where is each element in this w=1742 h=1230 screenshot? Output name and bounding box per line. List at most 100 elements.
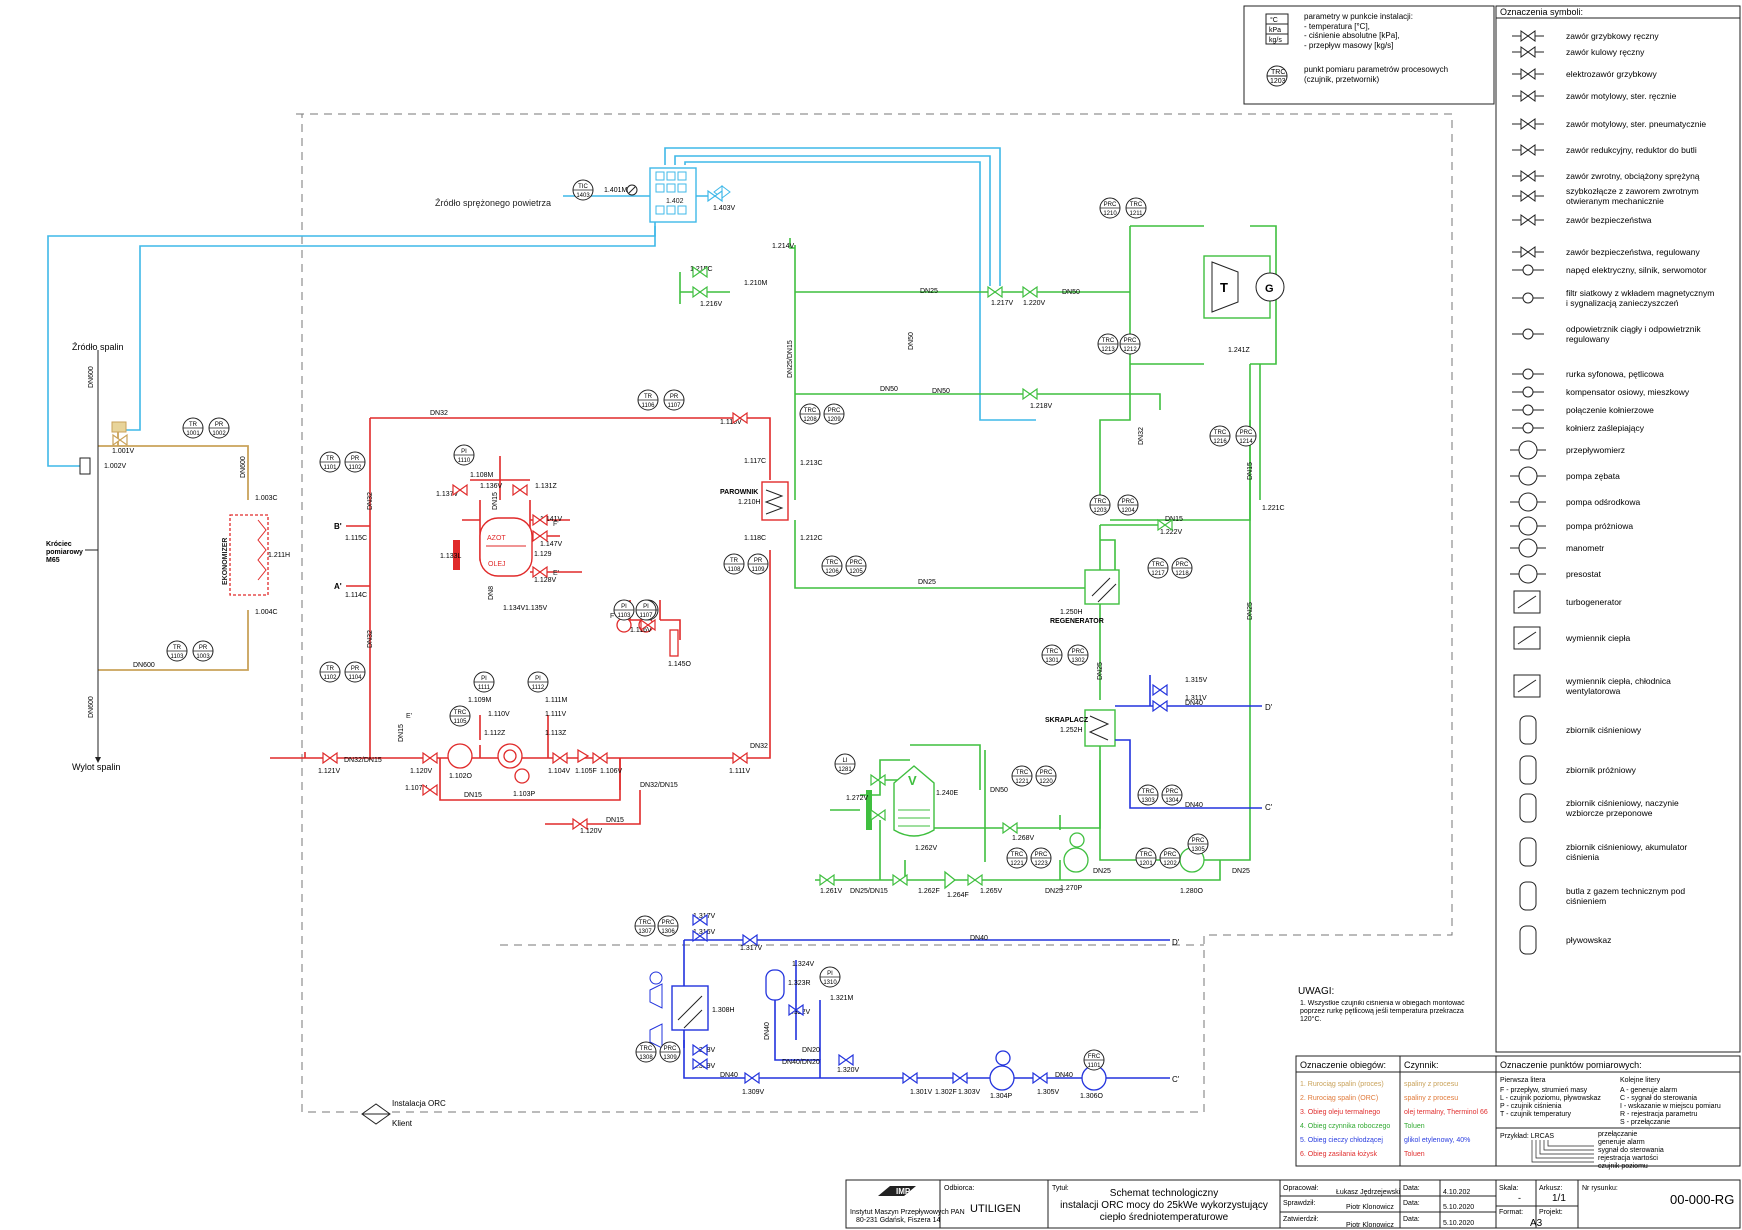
- svg-text:1.129: 1.129: [534, 551, 552, 558]
- svg-text:DN32/DN15: DN32/DN15: [640, 782, 678, 789]
- svg-text:TR: TR: [326, 666, 335, 672]
- svg-text:pompa próżniowa: pompa próżniowa: [1566, 521, 1633, 531]
- svg-text:czujnik poziomu: czujnik poziomu: [1598, 1163, 1648, 1170]
- svg-text:1.114C: 1.114C: [345, 592, 367, 599]
- svg-text:1103: 1103: [618, 613, 632, 619]
- svg-text:DN600: DN600: [240, 456, 247, 478]
- svg-text:Data:: Data:: [1403, 1200, 1420, 1207]
- svg-text:DN15: DN15: [398, 724, 405, 742]
- svg-text:1208: 1208: [803, 417, 817, 423]
- circuit-row: 1. Rurociąg spalin (proces)spaliny z pro…: [1300, 1081, 1458, 1088]
- svg-text:DN32/DN15: DN32/DN15: [344, 757, 382, 764]
- valve: [452, 483, 468, 497]
- svg-text:1.301V: 1.301V: [910, 1089, 933, 1096]
- svg-text:1201: 1201: [1139, 861, 1153, 867]
- symbol-legend-item: pompa odśrodkowa: [1510, 492, 1640, 512]
- svg-text:Czynnik:: Czynnik:: [1404, 1060, 1439, 1070]
- svg-text:kompensator osiowy, mieszkowy: kompensator osiowy, mieszkowy: [1566, 387, 1690, 397]
- svg-text:PR: PR: [215, 422, 224, 428]
- svg-text:otwieranym mechanicznie: otwieranym mechanicznie: [1566, 196, 1664, 206]
- svg-text:1.401M: 1.401M: [604, 187, 628, 194]
- valve: [987, 285, 1003, 299]
- svg-text:1107: 1107: [640, 613, 654, 619]
- svg-text:1.217V: 1.217V: [991, 300, 1014, 307]
- svg-text:TRC: TRC: [1140, 852, 1153, 858]
- valve: [692, 265, 708, 279]
- svg-text:EKONOMIZER: EKONOMIZER: [222, 538, 229, 585]
- svg-text:A3: A3: [1530, 1218, 1543, 1229]
- svg-text:1.003C: 1.003C: [255, 495, 278, 502]
- circuit-legend: Oznaczenie obiegów: Czynnik: 1. Rurociąg…: [1295, 1055, 1497, 1167]
- svg-text:- ciśnienie absolutne [kPa],: - ciśnienie absolutne [kPa],: [1304, 31, 1400, 40]
- svg-text:P - czujnik ciśnienia: P - czujnik ciśnienia: [1500, 1103, 1561, 1110]
- svg-text:zawór grzybkowy ręczny: zawór grzybkowy ręczny: [1566, 31, 1659, 41]
- svg-text:1.113Z: 1.113Z: [545, 730, 567, 737]
- svg-text:IMP: IMP: [896, 1187, 911, 1196]
- svg-text:1303: 1303: [1141, 798, 1155, 804]
- svg-text:1.141V: 1.141V: [540, 516, 563, 523]
- svg-text:PRC: PRC: [1035, 852, 1048, 858]
- title-block: [845, 1179, 1741, 1229]
- svg-text:wzbiorcze przeponowe: wzbiorcze przeponowe: [1565, 808, 1653, 818]
- valve: [707, 189, 723, 203]
- svg-text:5. Obieg cieczy chłodzącej: 5. Obieg cieczy chłodzącej: [1300, 1137, 1383, 1144]
- svg-text:TRC: TRC: [1046, 649, 1059, 655]
- svg-text:R - rejestracja parametru: R - rejestracja parametru: [1620, 1111, 1698, 1118]
- evaporator: PAROWNIK 1.210H: [720, 481, 789, 521]
- valve: [732, 751, 748, 765]
- valve: [422, 751, 438, 765]
- svg-text:PRC: PRC: [1192, 838, 1205, 844]
- svg-text:1104: 1104: [349, 675, 363, 681]
- svg-text:1111: 1111: [478, 685, 491, 691]
- svg-text:1.250H: 1.250H: [1060, 609, 1083, 616]
- svg-text:1.222V: 1.222V: [1160, 529, 1183, 536]
- valve: [692, 929, 708, 943]
- svg-text:DN50: DN50: [990, 787, 1008, 794]
- svg-text:1.115C: 1.115C: [345, 535, 367, 542]
- title-block-text: IMP Instytut Maszyn Przepływowych PAN 80…: [850, 1185, 1734, 1229]
- svg-text:1202: 1202: [1163, 861, 1177, 867]
- svg-text:1103: 1103: [171, 654, 185, 660]
- svg-text:1403: 1403: [576, 193, 590, 199]
- svg-text:1.147V: 1.147V: [540, 541, 563, 548]
- svg-text:1.216V: 1.216V: [700, 301, 723, 308]
- svg-text:PRC: PRC: [1176, 562, 1189, 568]
- valve: [967, 873, 983, 887]
- valve: [1032, 1071, 1048, 1085]
- svg-text:DN25/DN15: DN25/DN15: [787, 340, 794, 378]
- svg-text:PR: PR: [351, 456, 360, 462]
- svg-text:°C: °C: [1270, 16, 1278, 24]
- svg-text:DN25: DN25: [1093, 868, 1111, 875]
- svg-text:1.214V: 1.214V: [772, 243, 795, 250]
- svg-text:DN40: DN40: [720, 1072, 738, 1079]
- svg-text:instalacji ORC mocy do 25kWe w: instalacji ORC mocy do 25kWe wykorzystuj…: [1060, 1200, 1268, 1211]
- svg-text:PRC: PRC: [1040, 770, 1053, 776]
- svg-text:wentylatorowa: wentylatorowa: [1565, 686, 1621, 696]
- svg-text:1209: 1209: [827, 417, 841, 423]
- svg-text:DN600: DN600: [88, 366, 95, 388]
- svg-text:DN32: DN32: [367, 492, 374, 510]
- svg-text:Nr rysunku:: Nr rysunku:: [1582, 1185, 1618, 1192]
- valve: [552, 751, 568, 765]
- valve: [592, 751, 608, 765]
- svg-text:TR: TR: [173, 645, 182, 651]
- valve: [742, 933, 758, 947]
- svg-text:1205: 1205: [849, 569, 863, 575]
- symbol-legend-item: napęd elektryczny, silnik, serwomotor: [1512, 264, 1707, 276]
- svg-text:1101: 1101: [324, 465, 338, 471]
- svg-text:napęd elektryczny, silnik, ser: napęd elektryczny, silnik, serwomotor: [1566, 265, 1707, 275]
- valve: [744, 1071, 760, 1085]
- svg-text:filtr siatkowy z wkładem magne: filtr siatkowy z wkładem magnetycznym: [1566, 288, 1714, 298]
- svg-text:C': C': [1265, 803, 1273, 812]
